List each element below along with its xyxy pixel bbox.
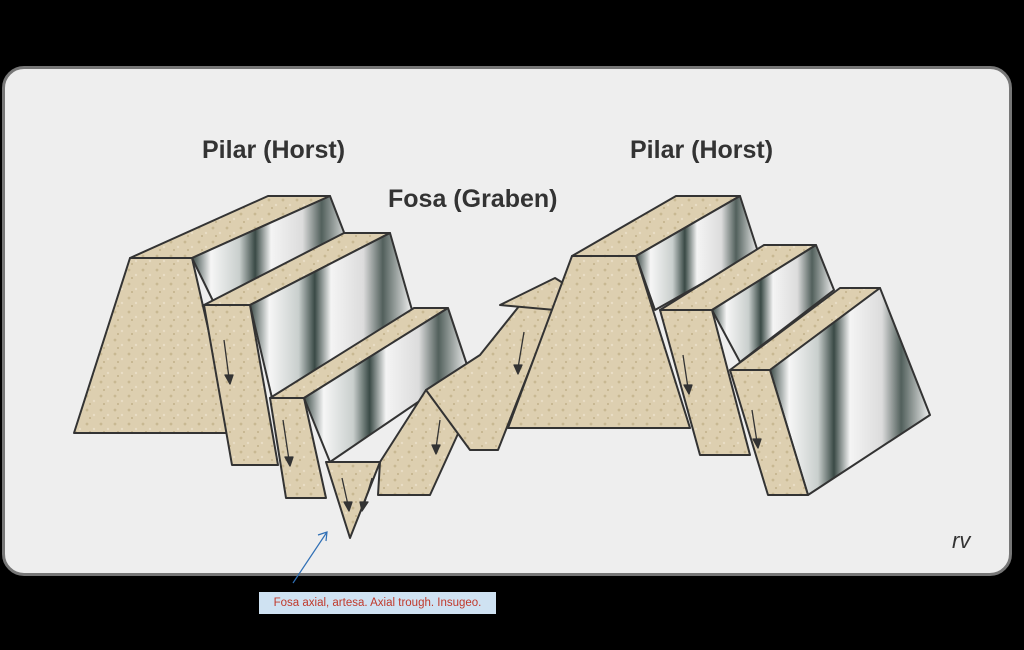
right-step1-front <box>659 309 751 456</box>
graben-label: Fosa (Graben) <box>388 185 558 213</box>
horst-left-label: Pilar (Horst) <box>202 136 346 164</box>
author-signature: rv <box>952 528 971 553</box>
fault-arrow <box>223 339 234 385</box>
horst-right-label: Pilar (Horst) <box>630 136 774 164</box>
right-step2-front <box>729 369 809 496</box>
caption-box: Fosa axial, artesa. Axial trough. Insuge… <box>259 592 496 614</box>
left-step1-front <box>203 304 279 466</box>
right-horst-front <box>507 255 691 429</box>
axial-trough <box>325 461 381 539</box>
right-step1-scarp <box>711 244 835 363</box>
pointer-arrow <box>292 531 328 584</box>
